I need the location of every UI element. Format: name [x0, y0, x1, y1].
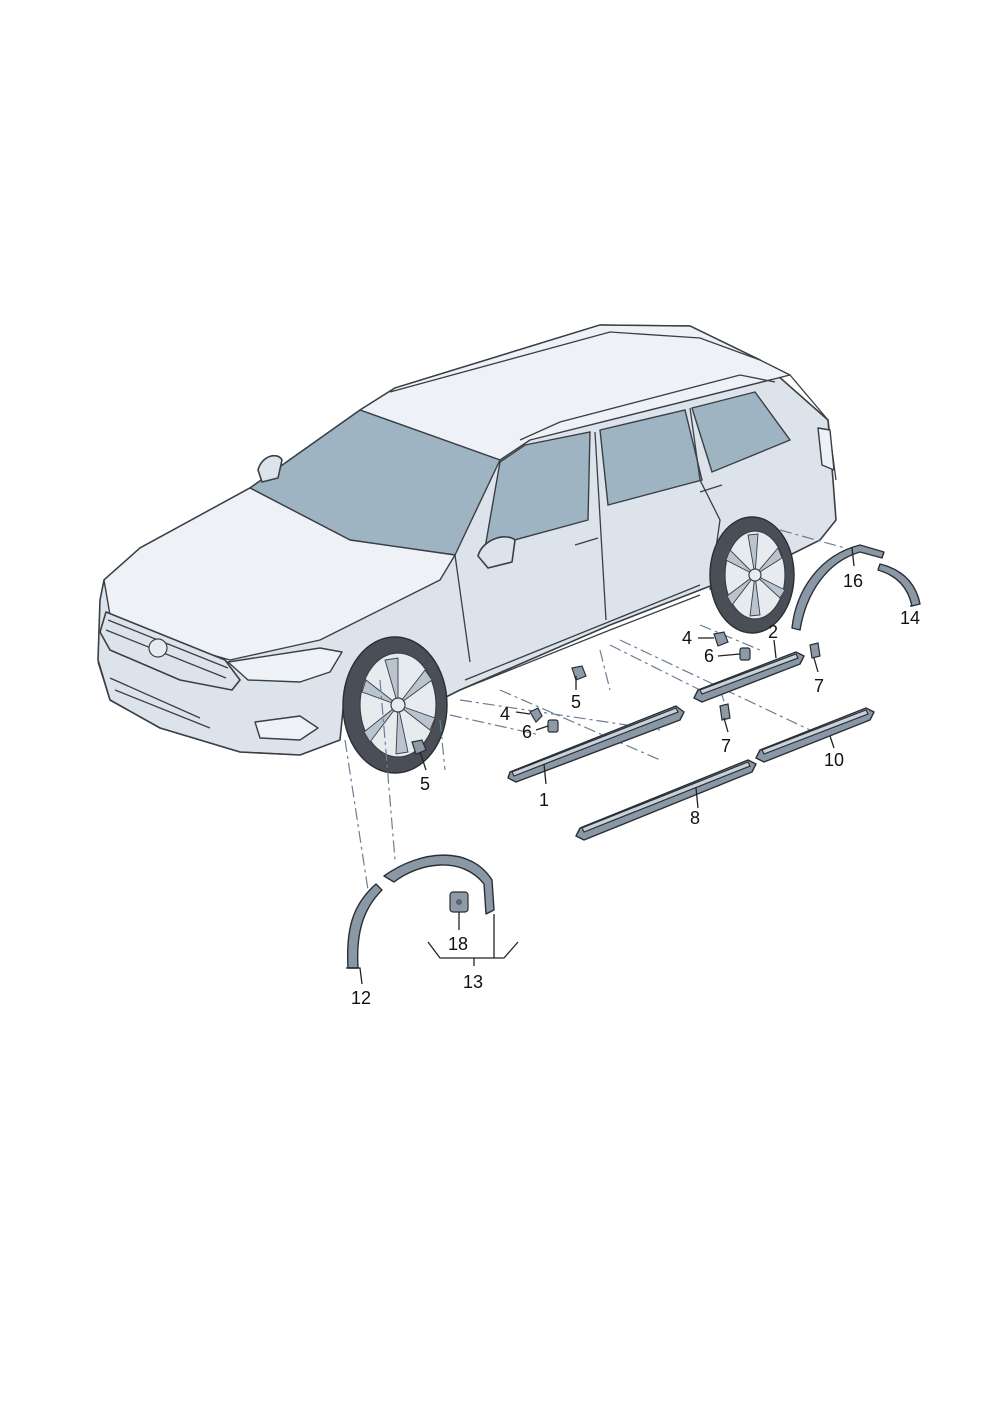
callout-6-front: 6	[522, 722, 532, 742]
callout-14: 14	[900, 608, 920, 628]
part-12-front-wheel-arch-trim	[346, 883, 383, 969]
callout-4-rear: 4	[682, 628, 692, 648]
part-10-rear-sill-trim	[755, 707, 875, 763]
callout-18: 18	[448, 934, 468, 954]
station-wagon-illustration	[97, 324, 837, 774]
part-13-wheel-arch-extension	[383, 854, 495, 915]
part-18-bracket	[449, 891, 469, 913]
leader-lines	[346, 547, 912, 985]
callout-16: 16	[843, 571, 863, 591]
callout-5-upper: 5	[571, 692, 581, 712]
callout-1: 1	[539, 790, 549, 810]
callout-13: 13	[463, 972, 483, 992]
callout-10: 10	[824, 750, 844, 770]
front-wheel-spokes	[361, 657, 436, 755]
callout-12: 12	[351, 988, 371, 1008]
part-1-front-door-moulding	[507, 705, 685, 783]
callout-8: 8	[690, 808, 700, 828]
part-2-rear-door-moulding	[693, 651, 805, 703]
callout-7-rear: 7	[814, 676, 824, 696]
part-16-rear-wheel-arch-trim	[791, 544, 885, 631]
callout-7-front: 7	[721, 736, 731, 756]
callout-5-lower: 5	[420, 774, 430, 794]
callout-labels: 1 2 4 4 5 5 6 6 7 7 8 10 12 13 14 16 18	[351, 571, 920, 1008]
part-8-front-sill-trim	[575, 759, 757, 841]
rear-wheel-spokes	[725, 533, 786, 617]
callout-6-rear: 6	[704, 646, 714, 666]
callout-4-front: 4	[500, 704, 510, 724]
part-14-rear-arch-extension	[877, 563, 921, 607]
callout-2: 2	[768, 622, 778, 642]
